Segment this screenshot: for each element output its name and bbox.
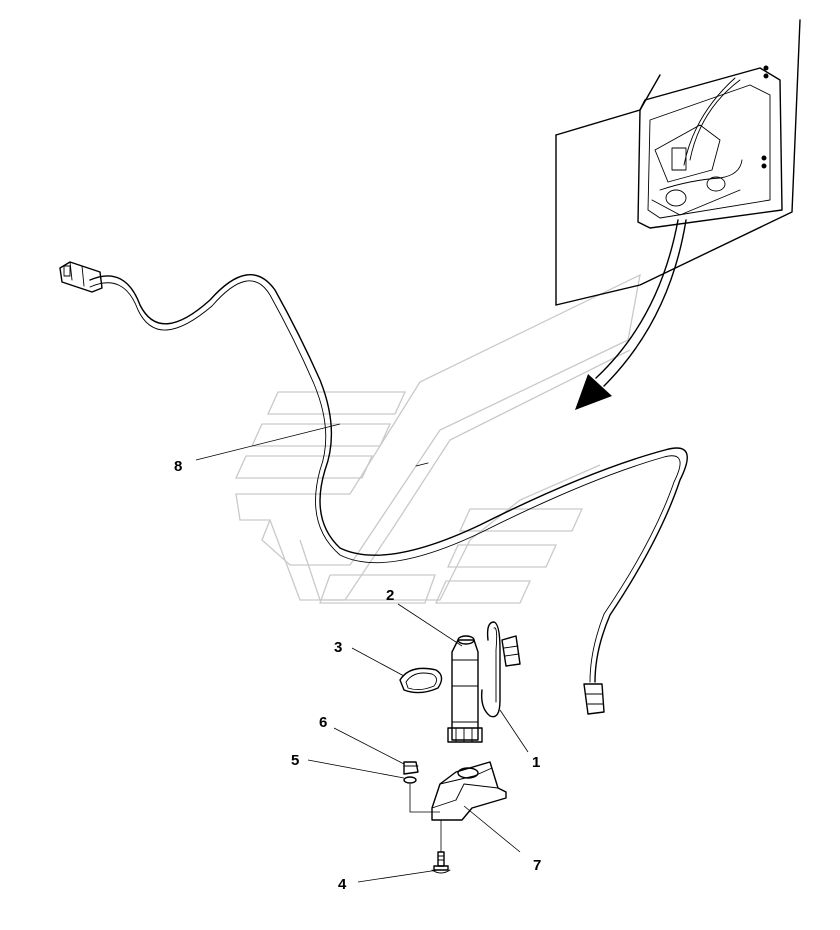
seal-ring-3	[399, 667, 443, 694]
harness-connector-left	[59, 261, 103, 293]
assembly-line	[409, 784, 440, 813]
sensor-cable-1	[480, 621, 521, 718]
nut-6	[403, 761, 419, 775]
callout-5: 5	[291, 752, 299, 769]
watermark-logo	[234, 273, 641, 604]
sensor-2	[447, 635, 483, 743]
callout-2: 2	[386, 587, 394, 604]
callout-6: 6	[319, 714, 327, 731]
callout-3: 3	[334, 639, 342, 656]
machine-panel	[555, 19, 801, 306]
callout-4: 4	[338, 876, 347, 893]
callout-1: 1	[532, 754, 540, 771]
wiring-harness-8	[59, 261, 688, 715]
harness-connector-right	[583, 683, 605, 715]
bolt-4	[431, 851, 451, 874]
callout-8: 8	[174, 458, 182, 475]
mounting-bracket-7	[431, 761, 507, 821]
leader-lines	[195, 423, 529, 883]
location-arrow	[575, 219, 687, 410]
callout-7: 7	[533, 857, 541, 874]
washer-5	[403, 776, 417, 784]
